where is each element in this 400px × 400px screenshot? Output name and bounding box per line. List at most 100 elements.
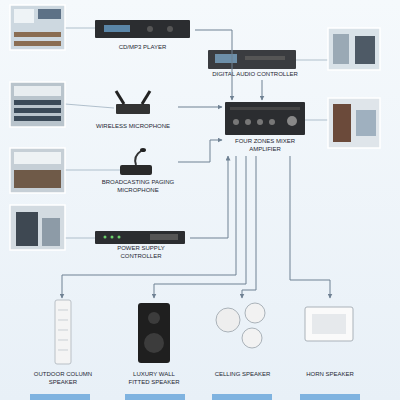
- device-label: POWER SUPPLY CONTROLLER: [113, 245, 169, 260]
- paging-microphone-device: [135, 151, 141, 165]
- connector-wire: [65, 28, 328, 238]
- mixer-amplifier-device: [230, 107, 300, 110]
- room-photo: [10, 5, 65, 50]
- cd-player-device: [147, 26, 153, 32]
- room-photo: [10, 205, 65, 250]
- device-label: OUTDOOR COLUMN SPEAKER: [32, 371, 94, 386]
- device-label: LUXURY WALL FITTED SPEAKER: [123, 371, 185, 386]
- room-photo: [355, 36, 375, 64]
- signal-connector: [190, 156, 228, 238]
- room-photo: [10, 5, 65, 50]
- cd-player-device: [95, 20, 190, 38]
- column-speaker: [58, 330, 68, 331]
- paging-microphone-device: [120, 148, 152, 175]
- device-node: LUXURY WALL FITTED SPEAKER: [118, 298, 190, 390]
- ceiling-speaker: [216, 303, 265, 348]
- column-speaker: [58, 320, 68, 321]
- room-photo: [10, 82, 65, 127]
- device-label: BROADCASTING PAGING MICROPHONE: [100, 179, 176, 194]
- device-label: FOUR ZONES MIXER AMPLIFIER: [232, 138, 298, 153]
- paging-microphone-device: [120, 165, 152, 175]
- ceiling-speaker: [216, 308, 240, 332]
- room-photo: [333, 34, 349, 64]
- label-group: LUXURY WALL FITTED SPEAKER: [118, 371, 190, 386]
- paging-microphone-device: [140, 148, 146, 152]
- label-group: DIGITAL AUDIO CONTROLLER: [200, 71, 310, 79]
- room-photo: [328, 28, 380, 70]
- connector-wire: [296, 60, 328, 61]
- label-group: CD/MP3 PLAYER: [90, 44, 195, 52]
- connector-wire: [65, 170, 120, 171]
- label-group: WIRELESS MICROPHONE: [88, 123, 178, 131]
- room-photo: [14, 9, 34, 23]
- footer-bar: [300, 394, 360, 400]
- room-photo: [14, 170, 61, 188]
- digital-controller-device: [215, 54, 237, 63]
- wireless-microphone-device: [116, 91, 150, 114]
- cd-player-device: [167, 26, 173, 32]
- device-node: POWER SUPPLY CONTROLLER: [92, 230, 190, 260]
- room-photo: [328, 98, 380, 148]
- power-controller-device: [111, 236, 114, 239]
- wireless-microphone-device: [116, 104, 150, 114]
- room-photo: [14, 41, 61, 46]
- connector-wire: [305, 120, 328, 121]
- device-node: OUTDOOR COLUMN SPEAKER: [22, 298, 104, 390]
- wall-speaker: [138, 303, 170, 363]
- room-photo: [10, 148, 65, 193]
- label-group: OUTDOOR COLUMN SPEAKER: [22, 371, 104, 386]
- signal-connector: [242, 156, 256, 298]
- power-controller-device: [104, 236, 107, 239]
- room-photo: [14, 32, 61, 37]
- mixer-amplifier-device: [225, 102, 305, 135]
- signal-connector: [154, 156, 246, 298]
- room-photo: [38, 9, 61, 19]
- room-photo: [14, 100, 61, 105]
- room-photo: [10, 148, 65, 193]
- cd-player-device: [95, 20, 190, 38]
- wall-speaker: [148, 312, 160, 324]
- horn-speaker: [305, 307, 353, 341]
- mixer-amplifier-device: [257, 119, 263, 125]
- room-photo: [328, 28, 380, 70]
- column-speaker: [58, 340, 68, 341]
- signal-connector: [290, 156, 330, 298]
- device-label: CELLING SPEAKER: [205, 371, 280, 379]
- horn-speaker: [305, 307, 353, 341]
- room-photo: [10, 205, 65, 250]
- room-photo: [328, 98, 380, 148]
- signal-connector: [195, 30, 232, 100]
- power-controller-device: [118, 236, 121, 239]
- wireless-microphone-device: [116, 91, 124, 104]
- mixer-amplifier-device: [245, 119, 251, 125]
- device-node: HORN SPEAKER: [295, 298, 365, 390]
- wall-speaker: [144, 333, 164, 353]
- cd-player-device: [104, 25, 130, 32]
- footer-bar: [30, 394, 360, 400]
- ceiling-speaker: [245, 303, 265, 323]
- label-group: POWER SUPPLY CONTROLLER: [92, 245, 190, 260]
- connector-wire: [65, 238, 95, 239]
- room-photo: [14, 86, 61, 96]
- mixer-amplifier-device: [269, 119, 275, 125]
- footer-bar: [30, 394, 90, 400]
- device-node: CELLING SPEAKER: [205, 298, 280, 390]
- power-controller-device: [95, 231, 185, 244]
- room-photo: [14, 152, 61, 164]
- device-label: CD/MP3 PLAYER: [90, 44, 195, 52]
- power-controller-device: [150, 234, 178, 240]
- room-photo: [14, 108, 61, 113]
- ceiling-speaker: [242, 328, 262, 348]
- footer-bar: [125, 394, 185, 400]
- device-node: WIRELESS MICROPHONE: [88, 90, 178, 134]
- column-speaker: [58, 350, 68, 351]
- label-group: HORN SPEAKER: [295, 371, 365, 379]
- wireless-microphone-device: [142, 91, 150, 104]
- power-controller-device: [95, 231, 185, 244]
- column-speaker: [55, 300, 71, 364]
- device-label: DIGITAL AUDIO CONTROLLER: [200, 71, 310, 79]
- signal-connector: [178, 107, 222, 108]
- horn-speaker: [312, 314, 346, 334]
- digital-controller-device: [208, 50, 296, 69]
